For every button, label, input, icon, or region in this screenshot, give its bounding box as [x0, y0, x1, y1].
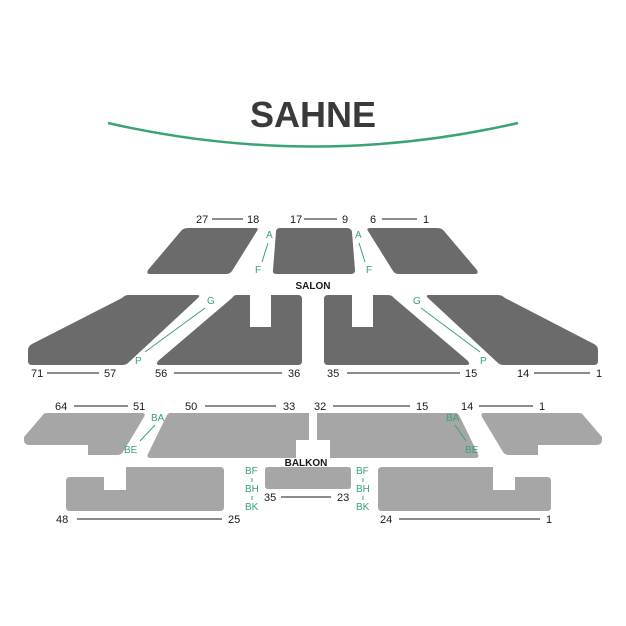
row-label-g-left: G [207, 296, 215, 307]
seat-label-35-balkon: 35 [264, 492, 276, 504]
row-label-be-right: BE [465, 445, 479, 456]
seat-label-35: 35 [327, 368, 339, 380]
row-label-p-right: P [480, 356, 487, 367]
row-rule [454, 424, 467, 442]
seat-label-50: 50 [185, 401, 197, 413]
seat-label-14: 14 [461, 401, 473, 413]
row-rule [144, 307, 206, 353]
seat-label-23: 23 [337, 492, 349, 504]
salon-front-right-block[interactable] [367, 228, 478, 274]
salon-rear-far-right-block[interactable] [426, 295, 598, 365]
salon-rear-mid-right-block[interactable] [324, 295, 470, 365]
row-label-bh-right: BH [356, 484, 370, 495]
balkon-rear-left-block[interactable] [66, 467, 224, 511]
seat-label-51: 51 [133, 401, 145, 413]
balkon-front-mid-right-block[interactable] [317, 413, 479, 458]
seat-label-18: 18 [247, 214, 259, 226]
seat-label-15: 15 [416, 401, 428, 413]
row-label-a-left: A [266, 230, 273, 241]
seat-label-32: 32 [314, 401, 326, 413]
row-label-bf-right: BF [356, 466, 369, 477]
seat-label-64: 64 [55, 401, 67, 413]
seat-label-25: 25 [228, 514, 240, 526]
row-label-ba-right: BA [446, 413, 460, 424]
row-label-a-right: A [355, 230, 362, 241]
row-rule [139, 424, 156, 442]
seat-label-24: 24 [380, 514, 392, 526]
seat-label-57: 57 [104, 368, 116, 380]
seat-label-1-balkon: 1 [546, 514, 552, 526]
salon-rear-mid-left-block[interactable] [156, 295, 302, 365]
row-label-be-left: BE [124, 445, 138, 456]
seat-label-56: 56 [155, 368, 167, 380]
stage-label: SAHNE [250, 94, 376, 135]
row-label-f-left: F [255, 265, 261, 276]
row-label-ba-left: BA [151, 413, 165, 424]
row-label-bf-left: BF [245, 466, 258, 477]
row-label-bk-left: BK [245, 502, 259, 513]
seat-label-17: 17 [290, 214, 302, 226]
seat-label-15: 15 [465, 368, 477, 380]
row-label-bk-right: BK [356, 502, 370, 513]
seat-label-9: 9 [342, 214, 348, 226]
balkon-rear-right-block[interactable] [378, 467, 551, 511]
stage-arc [107, 121, 519, 148]
row-label-p-left: P [135, 356, 142, 367]
row-rule [358, 242, 366, 263]
balkon-front-left-block[interactable] [24, 413, 145, 455]
seat-label-14: 14 [517, 368, 529, 380]
seat-label-71: 71 [31, 368, 43, 380]
salon-front-center-block[interactable] [272, 228, 355, 274]
section-label-balkon: BALKON [285, 458, 328, 469]
balkon-front-right-block[interactable] [481, 413, 602, 455]
seat-label-36: 36 [288, 368, 300, 380]
seat-label-6: 6 [370, 214, 376, 226]
seat-label-1: 1 [539, 401, 545, 413]
balkon-rear-center-block[interactable] [265, 467, 351, 489]
row-label-g-right: G [413, 296, 421, 307]
section-label-salon: SALON [296, 281, 331, 292]
seat-label-48: 48 [56, 514, 68, 526]
seat-label-33: 33 [283, 401, 295, 413]
row-label-bh-left: BH [245, 484, 259, 495]
seat-label-1: 1 [596, 368, 602, 380]
seat-label-1: 1 [423, 214, 429, 226]
seat-label-27: 27 [196, 214, 208, 226]
balkon-front-mid-left-block[interactable] [147, 413, 309, 458]
row-rule [261, 242, 269, 263]
salon-rear-far-left-block[interactable] [28, 295, 200, 365]
row-label-f-right: F [366, 265, 372, 276]
salon-front-left-block[interactable] [147, 228, 258, 274]
row-rule [420, 307, 481, 353]
